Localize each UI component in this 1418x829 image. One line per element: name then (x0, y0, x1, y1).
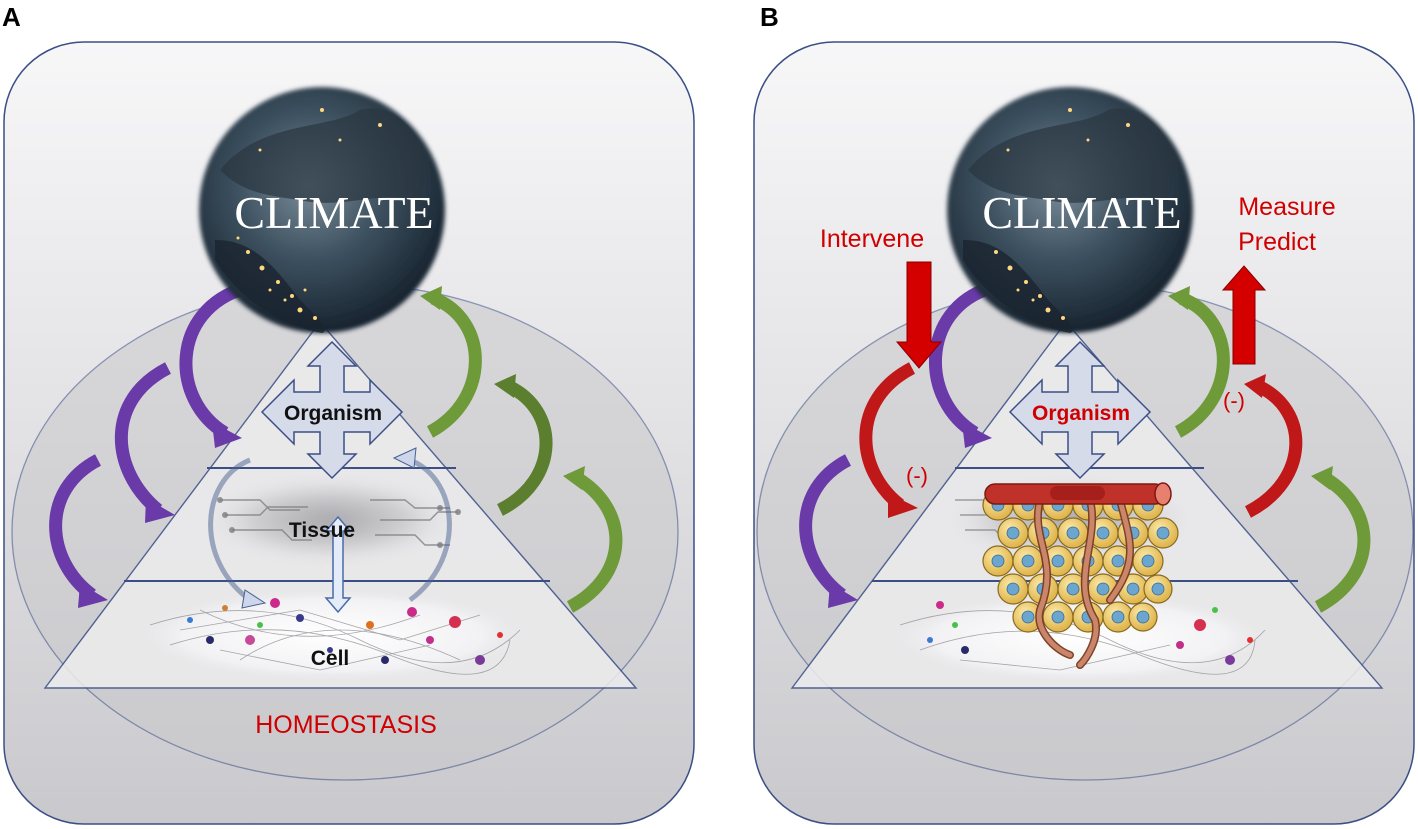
cross-arrow-icon (1008, 340, 1152, 480)
climate-to-tissue-arrow (114, 362, 175, 523)
panel-a: A (2, 2, 695, 825)
organism-to-climate-arrow-b (1168, 286, 1230, 438)
negative-feedback-left-label: (-) (906, 463, 928, 488)
panel-b: B (753, 2, 1415, 825)
predict-label: Predict (1238, 228, 1316, 256)
climate-globe: CLIMATE (199, 87, 445, 333)
double-arrow-icon (324, 515, 352, 614)
tissue-loop-arrows (208, 447, 452, 609)
cell-network-image-b (885, 592, 1275, 684)
cross-arrow-icon (260, 340, 404, 480)
intervene-down-arrow-icon (895, 261, 943, 369)
tumor-tissue-illustration (982, 482, 1179, 669)
tissue-label: Tissue (289, 519, 355, 542)
cell-to-climate-arrow-b (1311, 466, 1371, 613)
organism-to-climate-arrow (420, 286, 482, 438)
organism-label-b: Organism (1032, 402, 1130, 425)
cell-network-image (132, 587, 532, 683)
cell-to-climate-arrow (563, 466, 623, 613)
panel-a-label: A (2, 2, 21, 32)
measure-feedback-arrow (1244, 374, 1303, 518)
intervene-feedback-arrow (859, 362, 918, 518)
climate-label: CLIMATE (234, 187, 433, 238)
homeostasis-label: HOMEOSTASIS (255, 711, 437, 739)
tissue-to-climate-arrow (494, 374, 553, 516)
negative-feedback-right-label: (-) (1223, 388, 1245, 413)
measure-up-arrow-icon (1221, 265, 1267, 365)
panel-b-label: B (760, 2, 779, 32)
climate-to-organism-arrow (179, 281, 248, 448)
climate-globe-b: CLIMATE (947, 87, 1193, 333)
organism-label: Organism (284, 402, 382, 425)
measure-label: Measure (1238, 193, 1335, 221)
intervene-label: Intervene (820, 225, 924, 253)
cell-label: Cell (311, 647, 350, 670)
climate-label-b: CLIMATE (982, 187, 1181, 238)
tissue-circuit-image (200, 476, 461, 564)
climate-to-cell-arrow (49, 454, 108, 608)
climate-to-organism-arrow-b (929, 281, 993, 448)
climate-to-cell-arrow-b (799, 454, 858, 608)
